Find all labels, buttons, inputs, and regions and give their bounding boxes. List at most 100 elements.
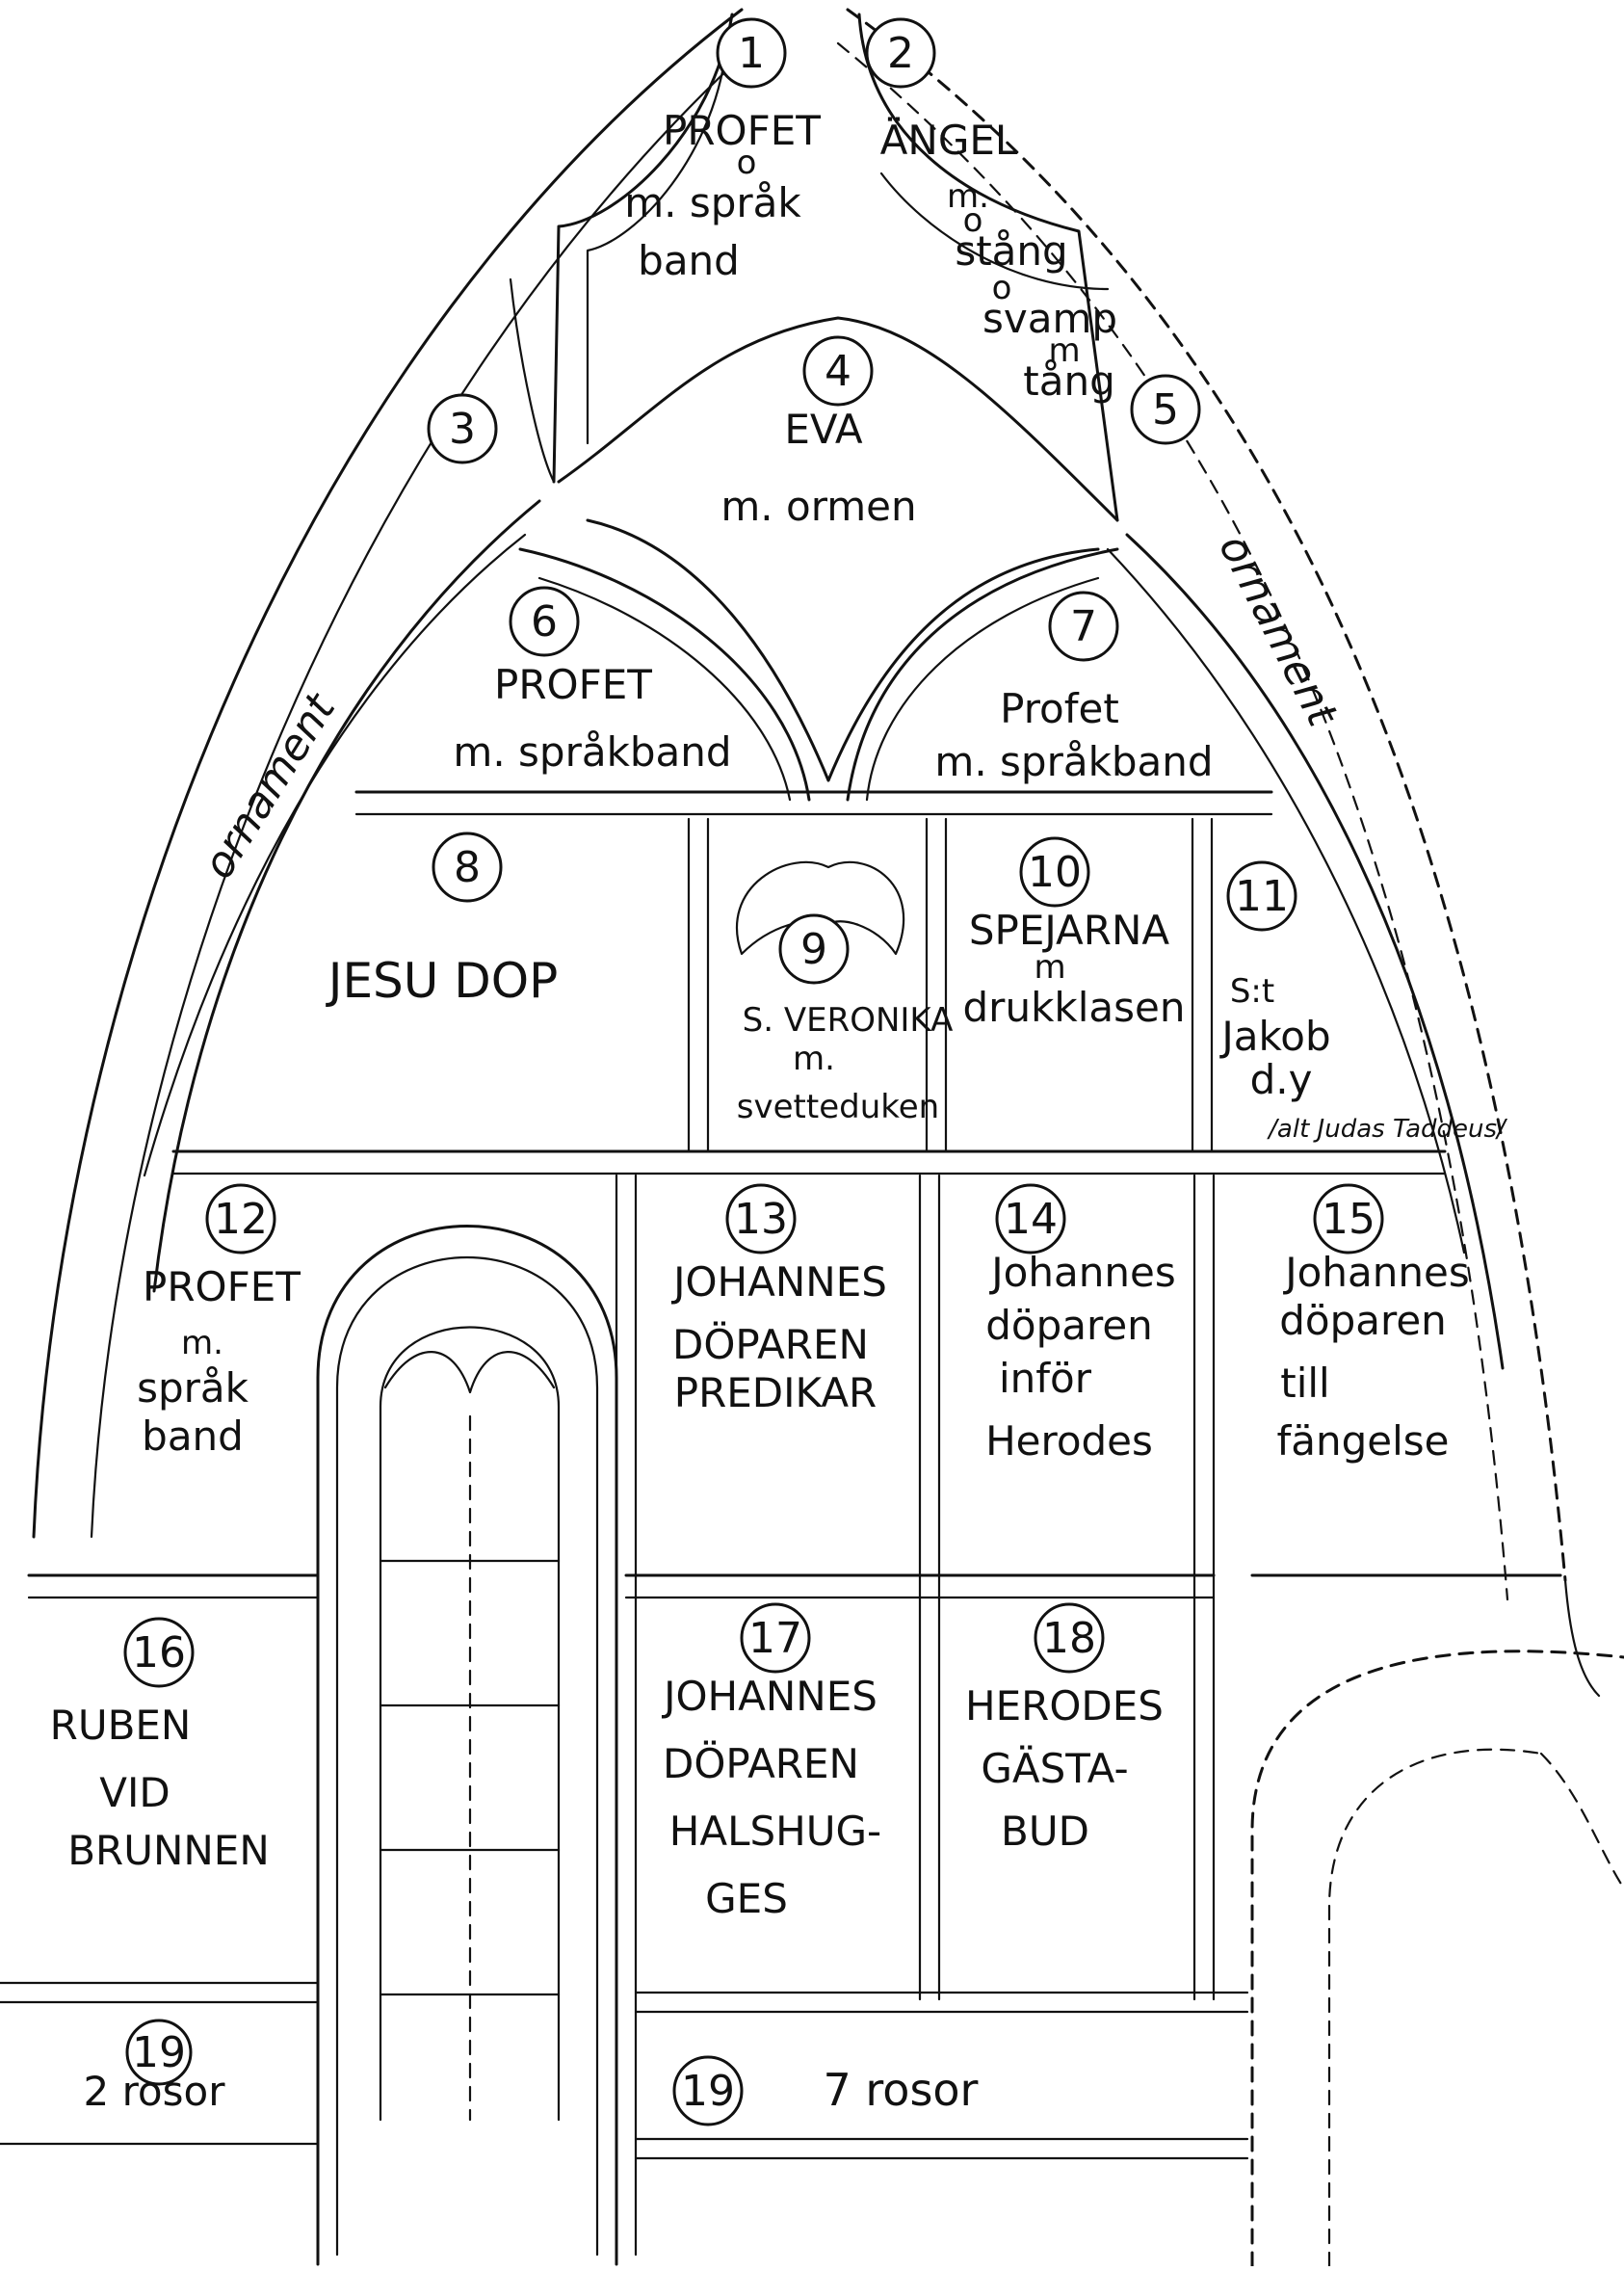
field-label-line: döparen: [985, 1302, 1153, 1349]
field-13: 13 JOHANNES DÖPAREN PREDIKAR: [670, 1183, 887, 1416]
field-number-circle: [509, 586, 580, 657]
field-number: 12: [214, 1195, 268, 1244]
field-number-circle: [740, 1602, 811, 1674]
field-number-circle: [1034, 1602, 1105, 1674]
field-label-line: HALSHUG-: [669, 1808, 881, 1855]
field-label-line: m: [1048, 331, 1080, 370]
field-number: 16: [132, 1628, 186, 1677]
field-label-line: GÄSTA-: [981, 1744, 1128, 1792]
field-number-circle: [865, 17, 936, 89]
field-label-line: SPEJARNA: [969, 907, 1170, 954]
diamond-top: [557, 316, 1119, 522]
field-14: 14 Johannes döparen inför Herodes: [985, 1183, 1176, 1465]
field-6: 6 PROFET m. språkband: [453, 586, 732, 776]
field-label-line: m: [1034, 948, 1065, 987]
eva-diamond: [557, 316, 1119, 782]
field-number-circle: [1048, 591, 1119, 662]
field-label-line: BUD: [1001, 1808, 1089, 1855]
doorway-inner-right: [1539, 1752, 1624, 1890]
field-label-line: Herodes: [985, 1417, 1153, 1465]
field-number: 19: [132, 2028, 186, 2077]
outer-arch-left-inner: [90, 37, 763, 1539]
field-number-circle: [205, 1183, 276, 1254]
field-number: 4: [825, 347, 851, 396]
field-label-line: S. VERONIKA: [743, 1001, 954, 1040]
dividers: [615, 817, 1216, 2257]
window-outer: [316, 1225, 618, 2266]
field-label-line: m.: [181, 1324, 223, 1362]
field-label-line: 2 rosor: [84, 2068, 226, 2115]
field-2: 2 ÄNGEL m. o stång o svamp m tång: [865, 17, 1117, 405]
field-number: 13: [734, 1195, 788, 1244]
field-number: 9: [800, 925, 827, 974]
field-label-line: o: [992, 269, 1012, 307]
field-number: 6: [531, 597, 558, 647]
field-label-line: m.: [793, 1040, 835, 1078]
arch-6-7-divider: [518, 547, 1119, 802]
diamond-bottom: [586, 518, 1100, 782]
field-label-line: GES: [705, 1875, 788, 1922]
field-15: 15 Johannes döparen till fängelse: [1276, 1183, 1470, 1465]
field-label-line: HERODES: [965, 1682, 1164, 1730]
rib-crown-left-inner: [586, 37, 729, 445]
field-label-line: EVA: [784, 406, 863, 453]
field-label-line: m. språkband: [934, 738, 1213, 785]
field-12: 12 PROFET m. språk band: [137, 1183, 301, 1460]
field-number-circle: [125, 2019, 193, 2086]
field-10: 10 SPEJARNA m drukklasen: [963, 836, 1185, 1031]
doorway-outer: [1250, 1650, 1624, 2268]
field-label-line: stång: [955, 227, 1067, 275]
field-label-line: JOHANNES: [670, 1258, 887, 1306]
field-number: 7: [1070, 602, 1097, 651]
field-number-circle: [432, 832, 503, 903]
field-number-circle: [802, 335, 874, 407]
outer-arch-right-lower: [1563, 1578, 1601, 1698]
field-number-circle: [716, 17, 787, 89]
field-3: 3: [427, 393, 498, 464]
field-number-circle: [725, 1183, 797, 1254]
field-number-circle: [123, 1617, 195, 1688]
field-number-circle: [778, 913, 850, 985]
field-label-line: Jakob: [1218, 1013, 1330, 1060]
rib-right-long-inner: [1106, 547, 1466, 1254]
field-7: 7 Profet m. språkband: [934, 591, 1214, 785]
field-label-line: 7 rosor: [824, 2064, 979, 2116]
field-number: 5: [1152, 385, 1179, 435]
field-number: 19: [681, 2067, 735, 2116]
window-inner: [335, 1255, 599, 2257]
outer-arch-left-outer: [32, 8, 744, 1539]
field-number-circle: [1226, 860, 1297, 932]
field-label-line: o: [737, 144, 757, 182]
doorway-inner: [1327, 1748, 1543, 2268]
field-label-line: språk: [137, 1364, 249, 1412]
rib-left-diagonal: [509, 277, 556, 484]
field-5: 5: [1130, 374, 1201, 445]
field-11: 11 S:t Jakob d.y /alt Judas Taddeus/: [1218, 860, 1508, 1144]
field-17: 17 JOHANNES DÖPAREN HALSHUG- GES: [661, 1602, 881, 1922]
field-label-line: d.y: [1250, 1056, 1313, 1103]
field-label-line: VID: [99, 1769, 170, 1816]
field-label-line: svamp: [982, 295, 1117, 342]
field-label-line: m.: [947, 177, 989, 216]
field-number: 11: [1235, 872, 1289, 921]
field-1: 1 PROFET o m. språk band: [624, 17, 821, 284]
field-number: 2: [887, 29, 914, 78]
rib-left-long-inner: [143, 533, 527, 1177]
arch-6-7-divider-inner: [537, 576, 1100, 802]
field-19-middle: 19 7 rosor: [672, 2055, 979, 2126]
rib-right-long: [1125, 533, 1505, 1370]
field-label-line: S:t: [1230, 972, 1274, 1011]
field-label-line: DÖPAREN: [663, 1739, 859, 1787]
lower-arches: [518, 547, 1119, 802]
field-label-line: JESU DOP: [326, 953, 559, 1009]
ornament-label-right: ornament: [1209, 527, 1348, 735]
window-glass: [379, 1326, 561, 2122]
field-label-line: Johannes: [1282, 1249, 1469, 1296]
field-8: 8 JESU DOP: [326, 832, 559, 1009]
field-label-line: Johannes: [988, 1249, 1175, 1296]
field-number-circle: [1019, 836, 1090, 908]
field-number-circle: [995, 1183, 1066, 1254]
field-label-line: o: [963, 201, 983, 240]
